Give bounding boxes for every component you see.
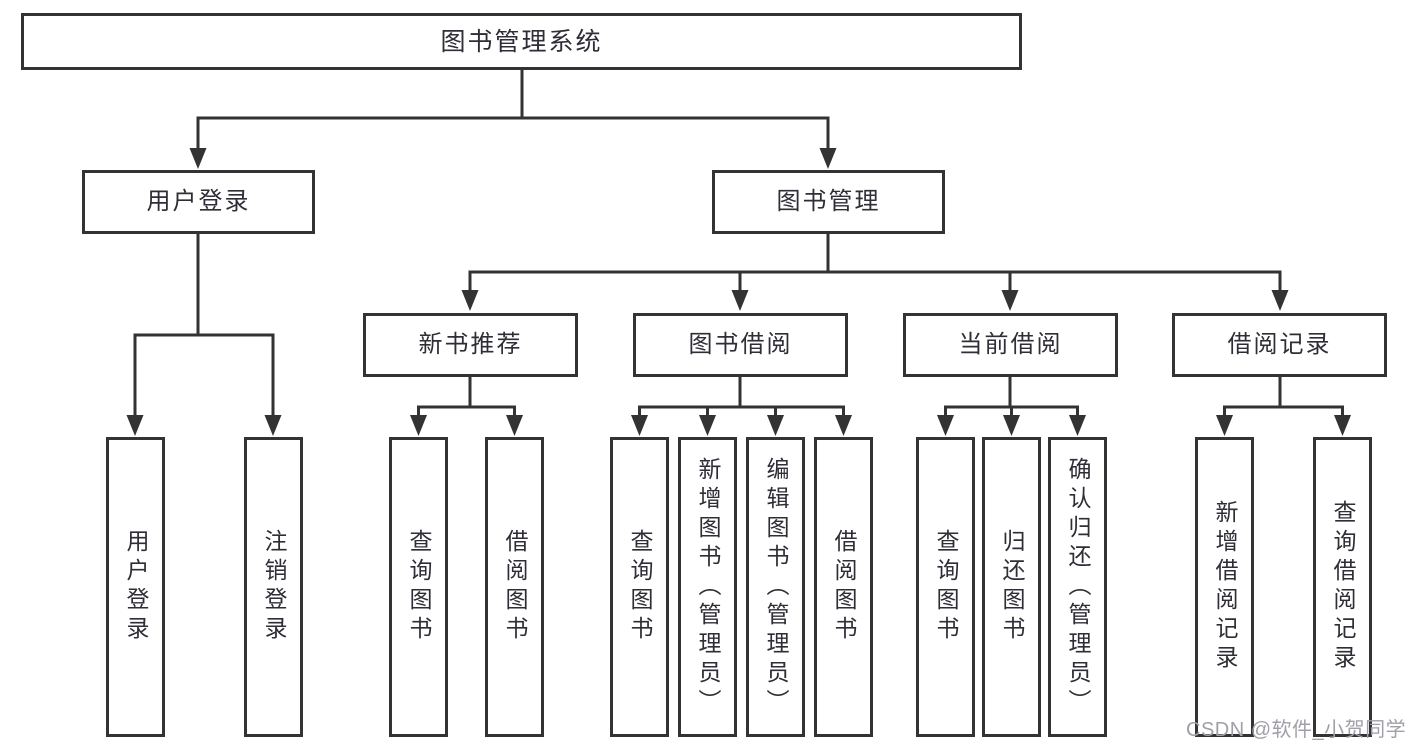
- node-leaf-query-books-current: 查询图书: [916, 437, 975, 737]
- connector-borrow-records-branch: [1223, 377, 1344, 417]
- node-leaf-logout: 注销登录: [244, 437, 303, 737]
- node-leaf-add-borrow-record: 新增借阅记录: [1195, 437, 1254, 737]
- arrowhead-icon: [1069, 415, 1086, 436]
- node-leaf-add-books-admin-label: 新增图书（管理员）: [695, 456, 721, 718]
- node-leaf-return-books: 归还图书: [982, 437, 1041, 737]
- node-user-login: 用户登录: [82, 170, 315, 234]
- arrowhead-icon: [937, 415, 954, 436]
- arrowhead-icon: [1001, 290, 1019, 311]
- node-user-login-label: 用户登录: [146, 187, 251, 215]
- node-leaf-user-login: 用户登录: [106, 437, 165, 737]
- node-leaf-query-books-borrowing-label: 查询图书: [627, 529, 653, 645]
- arrowhead-icon: [631, 415, 648, 436]
- node-leaf-borrow-books: 借阅图书: [814, 437, 873, 737]
- arrowhead-icon: [264, 415, 282, 436]
- node-leaf-edit-books-admin-label: 编辑图书（管理员）: [763, 456, 789, 718]
- node-new-book-recommend-label: 新书推荐: [418, 330, 523, 358]
- node-leaf-borrow-books-label: 借阅图书: [831, 529, 857, 645]
- arrowhead-icon: [819, 148, 837, 169]
- node-leaf-borrow-books-recommend-label: 借阅图书: [502, 529, 528, 645]
- node-book-management-label: 图书管理: [776, 187, 881, 215]
- node-book-management: 图书管理: [712, 170, 945, 234]
- node-leaf-user-login-label: 用户登录: [123, 529, 149, 645]
- node-borrowing-records: 借阅记录: [1172, 313, 1387, 377]
- arrowhead-icon: [410, 415, 427, 436]
- node-leaf-query-books-recommend-label: 查询图书: [406, 529, 432, 645]
- node-book-borrowing-label: 图书借阅: [688, 330, 793, 358]
- connector-user-login-branch: [133, 234, 275, 417]
- node-leaf-edit-books-admin: 编辑图书（管理员）: [746, 437, 805, 737]
- node-borrowing-records-label: 借阅记录: [1227, 330, 1332, 358]
- node-root-system: 图书管理系统: [21, 13, 1022, 70]
- node-leaf-add-books-admin: 新增图书（管理员）: [678, 437, 737, 737]
- node-leaf-query-borrow-record: 查询借阅记录: [1313, 437, 1372, 737]
- arrowhead-icon: [1271, 290, 1289, 311]
- connector-root-to-level2: [196, 69, 830, 150]
- node-leaf-query-books-current-label: 查询图书: [933, 529, 959, 645]
- node-current-borrowing-label: 当前借阅: [958, 330, 1063, 358]
- connector-book-borrow-branch: [638, 377, 845, 417]
- node-leaf-confirm-return-admin-label: 确认归还（管理员）: [1065, 456, 1091, 718]
- connector-current-borrow-branch: [944, 377, 1079, 417]
- csdn-watermark: CSDN @软件_小贺同学: [1186, 719, 1405, 741]
- arrowhead-icon: [835, 415, 852, 436]
- node-leaf-borrow-books-recommend: 借阅图书: [485, 437, 544, 737]
- node-book-borrowing: 图书借阅: [633, 313, 848, 377]
- node-leaf-query-books-borrowing: 查询图书: [610, 437, 669, 737]
- arrowhead-icon: [461, 290, 479, 311]
- arrowhead-icon: [699, 415, 716, 436]
- node-leaf-query-borrow-record-label: 查询借阅记录: [1330, 500, 1356, 674]
- connector-book-mgmt-branch: [468, 234, 1282, 292]
- arrowhead-icon: [126, 415, 144, 436]
- node-leaf-query-books-recommend: 查询图书: [389, 437, 448, 737]
- node-leaf-confirm-return-admin: 确认归还（管理员）: [1048, 437, 1107, 737]
- node-leaf-return-books-label: 归还图书: [999, 529, 1025, 645]
- node-current-borrowing: 当前借阅: [903, 313, 1118, 377]
- arrowhead-icon: [1334, 415, 1351, 436]
- node-leaf-add-borrow-record-label: 新增借阅记录: [1212, 500, 1238, 674]
- connector-new-books-branch: [417, 377, 516, 417]
- arrowhead-icon: [189, 148, 207, 169]
- arrowhead-icon: [1003, 415, 1020, 436]
- arrowhead-icon: [731, 290, 749, 311]
- node-root-system-label: 图书管理系统: [440, 27, 603, 56]
- node-new-book-recommend: 新书推荐: [363, 313, 578, 377]
- arrowhead-icon: [767, 415, 784, 436]
- arrowhead-icon: [506, 415, 523, 436]
- arrowhead-icon: [1216, 415, 1233, 436]
- node-leaf-logout-label: 注销登录: [261, 529, 287, 645]
